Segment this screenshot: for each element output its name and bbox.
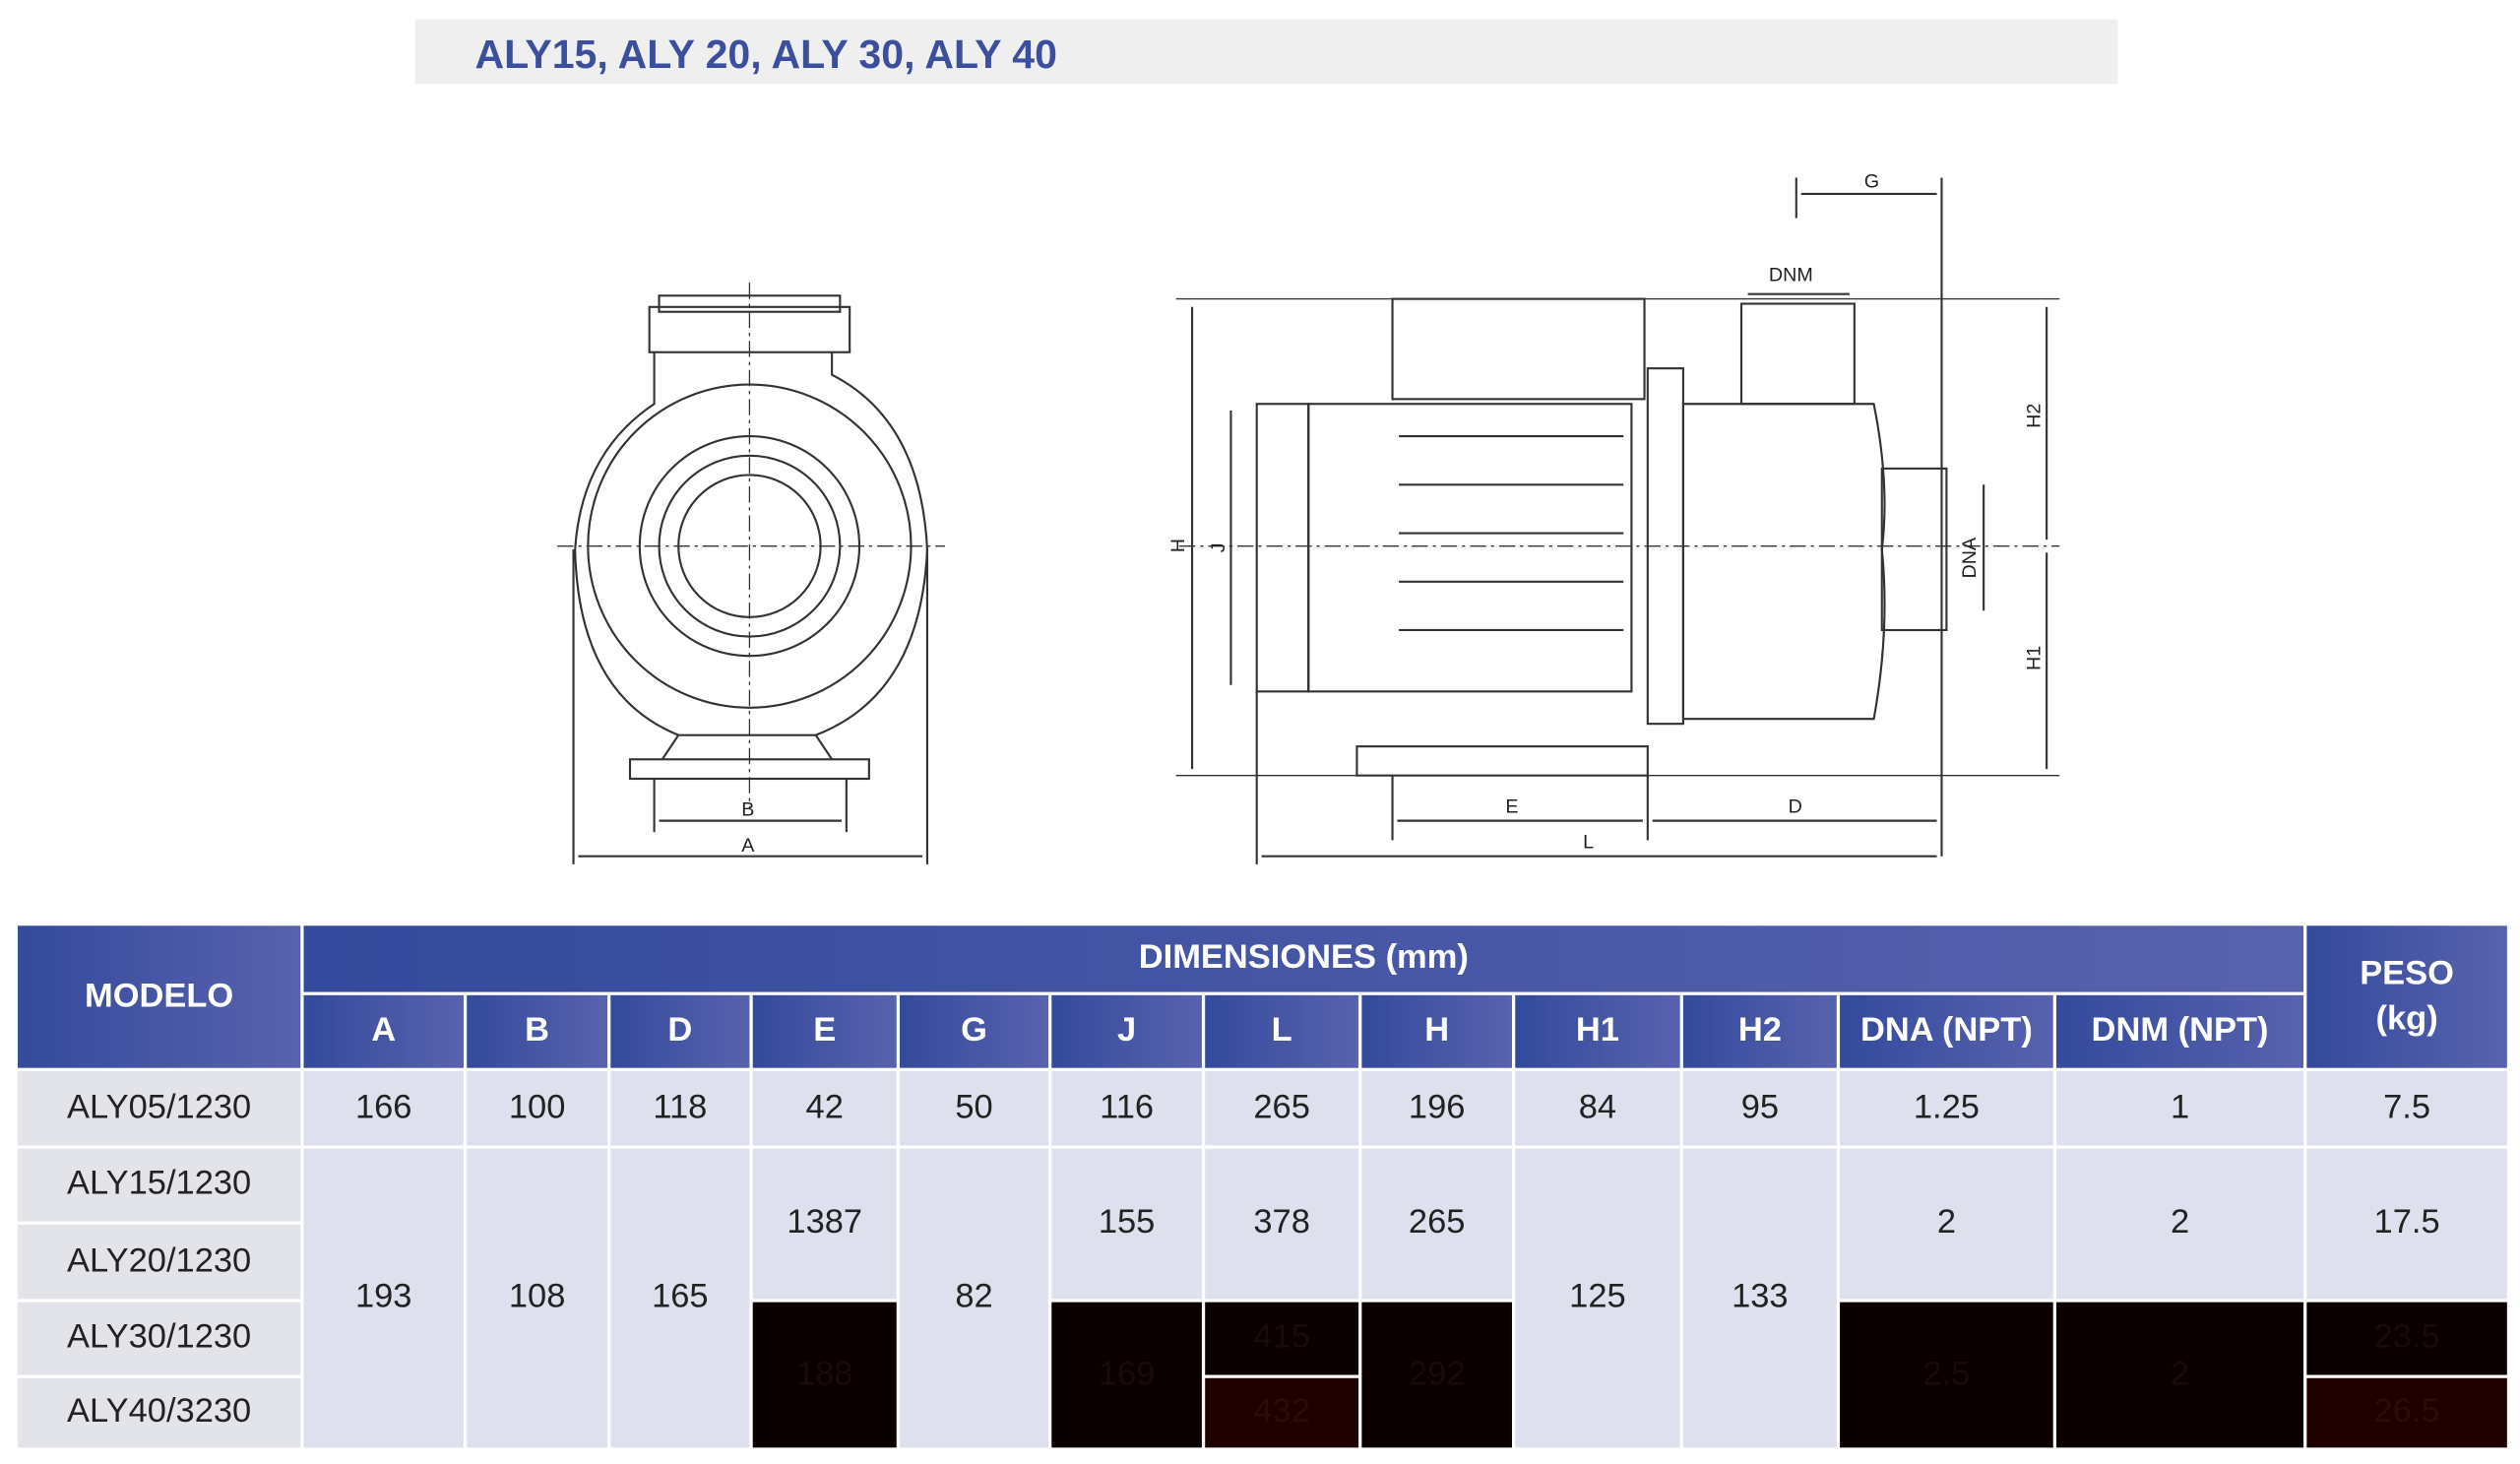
label-dna: DNA <box>1959 537 1981 578</box>
value-h1: 84 <box>1515 1070 1680 1146</box>
model-name: ALY20/1230 <box>18 1224 301 1300</box>
label-h2: H2 <box>2024 404 2046 428</box>
value-dnm: 2 <box>2055 1148 2304 1300</box>
redacted-dnm: 2 <box>2055 1302 2304 1448</box>
header-modelo: MODELO <box>18 925 301 1068</box>
peso-unit: (kg) <box>2375 999 2438 1038</box>
redacted-j: 169 <box>1051 1302 1202 1448</box>
value-h: 196 <box>1361 1070 1512 1146</box>
value-d: 118 <box>610 1070 750 1146</box>
value-l: 378 <box>1205 1148 1359 1300</box>
value-dna: 2 <box>1840 1148 2053 1300</box>
value-a: 193 <box>303 1148 464 1448</box>
value-e: 42 <box>752 1070 897 1146</box>
value-h1: 125 <box>1515 1148 1680 1448</box>
redacted-l: 415 <box>1205 1302 1359 1375</box>
header-col-h: H <box>1361 994 1512 1068</box>
label-d: D <box>1789 796 1802 817</box>
value-g: 50 <box>900 1070 1049 1146</box>
value-b: 108 <box>467 1148 608 1448</box>
header-col-dna: DNA (NPT) <box>1840 994 2053 1068</box>
front-view <box>557 283 945 864</box>
label-dnm: DNM <box>1769 265 1813 286</box>
header-dimensiones: DIMENSIONES (mm) <box>303 925 2304 992</box>
header-col-j: J <box>1051 994 1202 1068</box>
label-h1: H1 <box>2024 646 2046 670</box>
label-e: E <box>1505 796 1518 817</box>
value-h: 265 <box>1361 1148 1512 1300</box>
pump-drawing: B A G DNM E D L H J H2 DNA H1 <box>557 170 2060 864</box>
model-name: ALY05/1230 <box>18 1070 301 1146</box>
redacted-peso: 26.5 <box>2306 1377 2507 1448</box>
value-g: 82 <box>900 1148 1049 1448</box>
value-h2: 133 <box>1682 1148 1837 1448</box>
page-title: ALY15, ALY 20, ALY 30, ALY 40 <box>474 32 1057 78</box>
model-name: ALY40/3230 <box>18 1377 301 1448</box>
value-a: 166 <box>303 1070 464 1146</box>
value-l: 265 <box>1205 1070 1359 1146</box>
value-j: 116 <box>1051 1070 1202 1146</box>
model-name: ALY30/1230 <box>18 1302 301 1375</box>
value-peso: 17.5 <box>2306 1148 2507 1300</box>
redacted-e: 188 <box>752 1302 897 1448</box>
redacted-dna: 2.5 <box>1840 1302 2053 1448</box>
redacted-peso: 23.5 <box>2306 1302 2507 1375</box>
label-b: B <box>741 799 754 821</box>
header-col-b: B <box>467 994 608 1068</box>
peso-label: PESO <box>2360 954 2454 992</box>
redacted-h: 292 <box>1361 1302 1512 1448</box>
header-col-e: E <box>752 994 897 1068</box>
model-name: ALY15/1230 <box>18 1148 301 1222</box>
title-bar: ALY15, ALY 20, ALY 30, ALY 40 <box>414 19 2118 85</box>
header-col-dnm: DNM (NPT) <box>2055 994 2304 1068</box>
label-h: H <box>1167 539 1189 552</box>
header-col-l: L <box>1205 994 1359 1068</box>
value-d: 165 <box>610 1148 750 1448</box>
header-col-h1: H1 <box>1515 994 1680 1068</box>
redacted-l: 432 <box>1205 1377 1359 1448</box>
header-col-a: A <box>303 994 464 1068</box>
value-dnm: 1 <box>2055 1070 2304 1146</box>
value-peso: 7.5 <box>2306 1070 2507 1146</box>
side-view <box>1175 177 2060 864</box>
label-a: A <box>741 835 755 857</box>
label-l: L <box>1583 832 1594 854</box>
value-e: 1387 <box>752 1148 897 1300</box>
value-h2: 95 <box>1682 1070 1837 1146</box>
value-dna: 1.25 <box>1840 1070 2053 1146</box>
label-j: J <box>1208 542 1229 552</box>
value-j: 155 <box>1051 1148 1202 1300</box>
value-b: 100 <box>467 1070 608 1146</box>
header-col-g: G <box>900 994 1049 1068</box>
header-col-h2: H2 <box>1682 994 1837 1068</box>
header-peso: PESO (kg) <box>2306 925 2507 1068</box>
header-col-d: D <box>610 994 750 1068</box>
label-g: G <box>1864 170 1879 192</box>
